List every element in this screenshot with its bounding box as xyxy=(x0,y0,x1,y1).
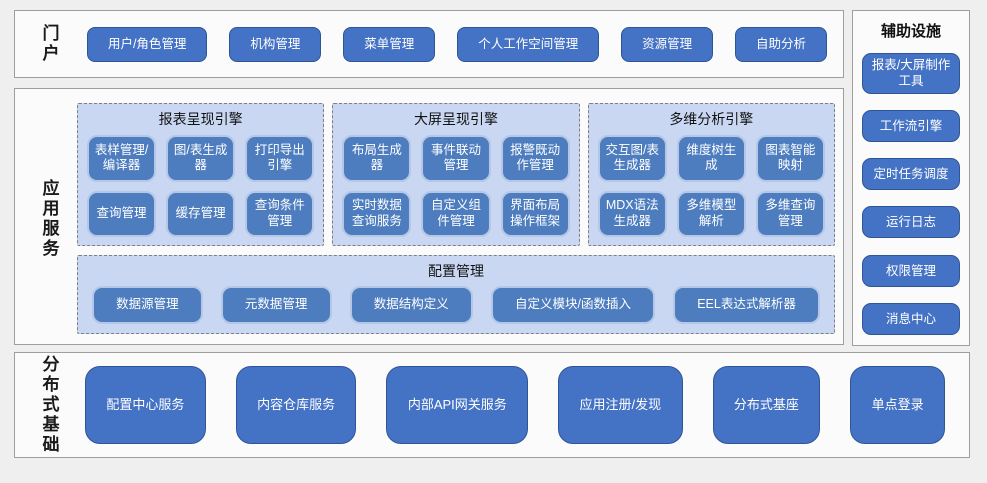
config-node: EEL表达式解析器 xyxy=(673,286,820,324)
auxiliary-node: 运行日志 xyxy=(862,206,960,239)
auxiliary-facilities-title: 辅助设施 xyxy=(880,23,941,40)
report-engine-box: 报表呈现引擎 表样管理/编译器图/表生成器打印导出引擎查询管理缓存管理查询条件管… xyxy=(77,103,325,246)
infrastructure-node: 内部API网关服务 xyxy=(386,366,529,444)
olap-engine-grid: 交互图/表生成器维度树生成图表智能映射 MDX语法生成器多维模型解析多维查询管理 xyxy=(597,135,825,237)
config-node: 自定义模块/函数插入 xyxy=(490,286,656,324)
distributed-button-row: 配置中心服务内容仓库服务内部API网关服务应用注册/发现分布式基座单点登录 xyxy=(85,366,945,444)
dashboard-engine-title: 大屏呈现引擎 xyxy=(413,111,498,127)
report-engine-grid: 表样管理/编译器图/表生成器打印导出引擎查询管理缓存管理查询条件管理 xyxy=(87,135,315,237)
auxiliary-node: 工作流引擎 xyxy=(862,109,960,142)
engine-node: 事件联动管理 xyxy=(421,135,491,182)
engine-node: 报警既动作管理 xyxy=(500,135,570,182)
infrastructure-node: 应用注册/发现 xyxy=(558,366,683,444)
application-services-section: 应用服务 报表呈现引擎 表样管理/编译器图/表生成器打印导出引擎查询管理缓存管理… xyxy=(14,88,844,345)
engine-node: 查询条件管理 xyxy=(245,190,315,237)
portal-node: 资源管理 xyxy=(621,26,714,62)
portal-node: 用户/角色管理 xyxy=(87,26,208,62)
engine-node: 查询管理 xyxy=(87,190,157,237)
engine-node: 自定义组件管理 xyxy=(421,190,491,237)
engine-node: 实时数据查询服务 xyxy=(342,190,412,237)
engine-node: 布局生成器 xyxy=(342,135,412,182)
config-node: 数据源管理 xyxy=(92,286,203,324)
config-node: 数据结构定义 xyxy=(349,286,473,324)
application-services-label: 应用服务 xyxy=(39,178,59,259)
portal-section: 门户 用户/角色管理机构管理菜单管理个人工作空间管理资源管理自助分析 xyxy=(14,10,844,78)
engine-node: 表样管理/编译器 xyxy=(87,135,157,182)
dashboard-engine-grid: 布局生成器事件联动管理报警既动作管理实时数据查询服务自定义组件管理界面布局操作框… xyxy=(342,135,570,237)
auxiliary-node: 定时任务调度 xyxy=(862,158,960,191)
infrastructure-node: 分布式基座 xyxy=(712,366,821,444)
portal-section-label: 门户 xyxy=(39,24,59,64)
auxiliary-facilities-section: 辅助设施 报表/大屏制作工具工作流引擎定时任务调度运行日志权限管理消息中心 xyxy=(852,10,970,346)
distributed-foundation-section: 分布式基础 配置中心服务内容仓库服务内部API网关服务应用注册/发现分布式基座单… xyxy=(14,352,970,458)
config-management-title: 配置管理 xyxy=(428,263,484,279)
config-node: 元数据管理 xyxy=(220,286,332,324)
infrastructure-node: 单点登录 xyxy=(850,366,945,444)
auxiliary-node: 报表/大屏制作工具 xyxy=(862,53,960,94)
engine-node: 缓存管理 xyxy=(166,190,236,237)
engine-node: MDX语法生成器 xyxy=(597,190,667,237)
portal-node: 自助分析 xyxy=(735,26,827,62)
engine-node: 交互图/表生成器 xyxy=(597,135,667,182)
portal-button-row: 用户/角色管理机构管理菜单管理个人工作空间管理资源管理自助分析 xyxy=(87,26,827,62)
engine-node: 多维模型解析 xyxy=(676,190,746,237)
engine-node: 打印导出引擎 xyxy=(245,135,315,182)
auxiliary-button-column: 报表/大屏制作工具工作流引擎定时任务调度运行日志权限管理消息中心 xyxy=(862,53,960,335)
engine-node: 多维查询管理 xyxy=(755,190,825,237)
portal-node: 机构管理 xyxy=(229,26,322,62)
olap-engine-title: 多维分析引擎 xyxy=(669,111,754,127)
config-management-box: 配置管理 数据源管理元数据管理数据结构定义自定义模块/函数插入 EEL表达式解析器 xyxy=(77,255,835,334)
engine-node: 图/表生成器 xyxy=(166,135,236,182)
engine-node: 维度树生成 xyxy=(676,135,746,182)
portal-node: 个人工作空间管理 xyxy=(457,26,600,62)
dashboard-engine-box: 大屏呈现引擎 布局生成器事件联动管理报警既动作管理实时数据查询服务自定义组件管理… xyxy=(332,103,580,246)
engine-node: 图表智能映射 xyxy=(755,135,825,182)
engine-row: 报表呈现引擎 表样管理/编译器图/表生成器打印导出引擎查询管理缓存管理查询条件管… xyxy=(77,103,835,246)
application-services-content: 报表呈现引擎 表样管理/编译器图/表生成器打印导出引擎查询管理缓存管理查询条件管… xyxy=(77,103,835,334)
config-button-row: 数据源管理元数据管理数据结构定义自定义模块/函数插入 EEL表达式解析器 xyxy=(92,285,820,325)
engine-node: 界面布局操作框架 xyxy=(500,190,570,237)
distributed-foundation-label: 分布式基础 xyxy=(39,355,59,455)
auxiliary-node: 权限管理 xyxy=(862,254,960,287)
portal-node: 菜单管理 xyxy=(343,26,436,62)
infrastructure-node: 内容仓库服务 xyxy=(235,366,357,444)
auxiliary-node: 消息中心 xyxy=(862,302,960,335)
report-engine-title: 报表呈现引擎 xyxy=(158,111,243,127)
olap-engine-box: 多维分析引擎 交互图/表生成器维度树生成图表智能映射 MDX语法生成器多维模型解析… xyxy=(587,103,835,246)
infrastructure-node: 配置中心服务 xyxy=(85,366,206,444)
